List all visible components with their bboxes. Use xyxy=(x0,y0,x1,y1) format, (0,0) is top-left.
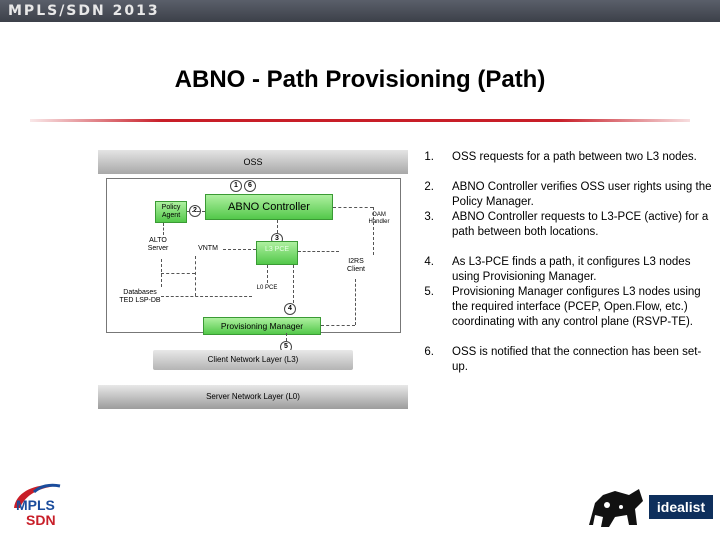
connector-line xyxy=(161,296,252,297)
step-badge-6: 6 xyxy=(244,180,256,192)
connector-line xyxy=(293,265,294,303)
step-text: Provisioning Manager configures L3 nodes… xyxy=(452,286,701,328)
step-number: 6. xyxy=(424,346,434,358)
brand-text: MPLS/SDN 2013 xyxy=(8,3,160,19)
connector-line xyxy=(277,220,278,233)
step-number: 2. xyxy=(424,181,434,193)
step-badge-1: 1 xyxy=(230,180,242,192)
databases-node: Databases TED LSP-DB xyxy=(119,289,161,305)
step-number: 1. xyxy=(424,151,434,163)
connector-line xyxy=(355,279,356,325)
policy-agent-node: Policy Agent xyxy=(155,201,187,223)
connector-line xyxy=(333,207,373,208)
oss-layer: OSS xyxy=(98,150,408,174)
provisioning-manager-node: Provisioning Manager xyxy=(203,317,321,335)
slide-title: ABNO - Path Provisioning (Path) xyxy=(174,66,546,93)
connector-line xyxy=(223,249,256,250)
step-text: As L3-PCE finds a path, it configures L3… xyxy=(452,256,691,283)
list-item: 3. ABNO Controller requests to L3-PCE (a… xyxy=(418,210,713,255)
list-item: 1. OSS requests for a path between two L… xyxy=(418,150,713,180)
step-badge-4: 4 xyxy=(284,303,296,315)
abno-diagram: OSS 1 6 ABNO Controller Policy Agent 2 O… xyxy=(98,145,408,410)
connector-line xyxy=(195,256,196,296)
vntm-node: VNTM xyxy=(198,245,218,252)
alto-server-node: ALTO Server xyxy=(147,237,169,253)
i2rs-client-node: I2RS Client xyxy=(347,258,365,274)
connector-line xyxy=(373,207,374,255)
idealist-logo: idealist xyxy=(649,495,713,519)
connector-line xyxy=(163,223,164,235)
abno-framework-box: 1 6 ABNO Controller Policy Agent 2 OAM H… xyxy=(106,178,401,335)
header-bar: MPLS/SDN 2013 xyxy=(0,0,720,22)
step-number: 3. xyxy=(424,211,434,223)
oam-handler-node: OAM Handler xyxy=(368,212,390,225)
connector-line xyxy=(267,265,268,283)
client-network-layer: Client Network Layer (L3) xyxy=(153,350,353,370)
list-item: 2. ABNO Controller verifies OSS user rig… xyxy=(418,180,713,210)
mascot-icon xyxy=(589,489,643,527)
partner-logos: idealist xyxy=(585,485,715,530)
sdn-logo-text: SDN xyxy=(26,512,56,528)
mpls-sdn-logo: MPLS SDN xyxy=(10,478,100,534)
abno-controller-node: ABNO Controller xyxy=(205,194,333,220)
list-item: 4. As L3-PCE finds a path, it configures… xyxy=(418,255,713,285)
connector-line xyxy=(161,273,195,274)
list-item: 6. OSS is notified that the connection h… xyxy=(418,345,713,375)
list-item: 5. Provisioning Manager configures L3 no… xyxy=(418,285,713,345)
steps-list: 1. OSS requests for a path between two L… xyxy=(418,150,713,375)
server-network-layer: Server Network Layer (L0) xyxy=(98,385,408,409)
l3-pce-node: L3 PCE xyxy=(256,241,298,265)
step-number: 5. xyxy=(424,286,434,298)
mpls-logo-text: MPLS xyxy=(16,497,55,513)
step-text: OSS is notified that the connection has … xyxy=(452,346,702,373)
title-divider xyxy=(30,119,690,122)
step-text: ABNO Controller verifies OSS user rights… xyxy=(452,181,712,208)
connector-line xyxy=(321,325,355,326)
mpls-swoosh-icon xyxy=(14,483,61,508)
connector-line xyxy=(187,211,205,212)
step-text: OSS requests for a path between two L3 n… xyxy=(452,151,697,163)
step-number: 4. xyxy=(424,256,434,268)
connector-line xyxy=(286,333,287,341)
l0-pce-node: L0 PCE xyxy=(256,285,278,291)
step-text: ABNO Controller requests to L3-PCE (acti… xyxy=(452,211,709,238)
connector-line xyxy=(298,251,339,252)
